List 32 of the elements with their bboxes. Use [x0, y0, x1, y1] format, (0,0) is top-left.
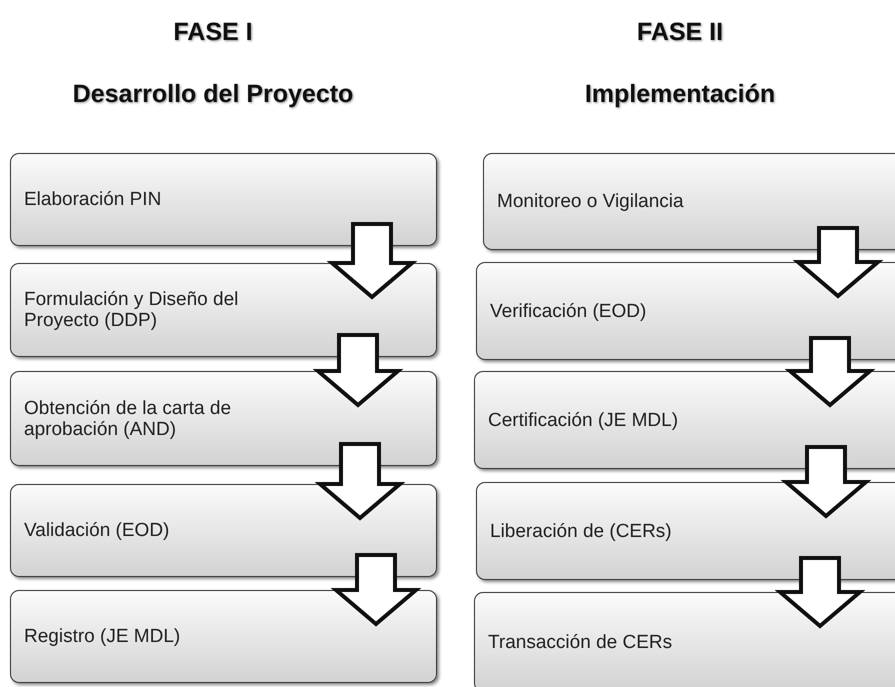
phase-heading: FASE I: [173, 18, 253, 47]
process-box: [474, 592, 895, 687]
step-text: Liberación de (CERs): [490, 520, 672, 542]
step-text: Verificación (EOD): [490, 300, 646, 322]
step-text: Transacción de CERs: [488, 632, 672, 652]
process-box: [10, 263, 437, 357]
phase-subheading: Desarrollo del Proyecto: [72, 80, 354, 109]
block-arrow: [774, 556, 866, 629]
process-box: [10, 153, 437, 246]
block-arrow: [792, 226, 884, 299]
process-box: [10, 371, 437, 466]
block-arrow: [326, 222, 418, 300]
phase-heading: FASE II: [636, 18, 724, 47]
step-text: Certificación (JE MDL): [488, 410, 678, 430]
step-text: Registro (JE MDL): [24, 626, 180, 647]
process-box: [474, 371, 895, 469]
process-box: [476, 482, 895, 580]
step-text: Formulación y Diseño del Proyecto (DDP): [24, 289, 240, 331]
block-arrow: [312, 333, 404, 408]
process-box: [476, 262, 895, 360]
block-arrow: [780, 445, 872, 519]
process-box: [483, 153, 895, 250]
process-box: [10, 590, 437, 683]
block-arrow: [314, 442, 406, 521]
step-text: Monitoreo o Vigilancia: [497, 191, 684, 212]
block-arrow: [784, 336, 876, 408]
step-text: Validación (EOD): [24, 520, 170, 541]
step-text: Elaboración PIN: [24, 189, 162, 210]
process-box: [10, 484, 437, 577]
step-text: Obtención de la carta de aprobación (AND): [24, 398, 232, 440]
block-arrow: [330, 553, 422, 627]
phase-subheading: Implementación: [584, 80, 776, 109]
